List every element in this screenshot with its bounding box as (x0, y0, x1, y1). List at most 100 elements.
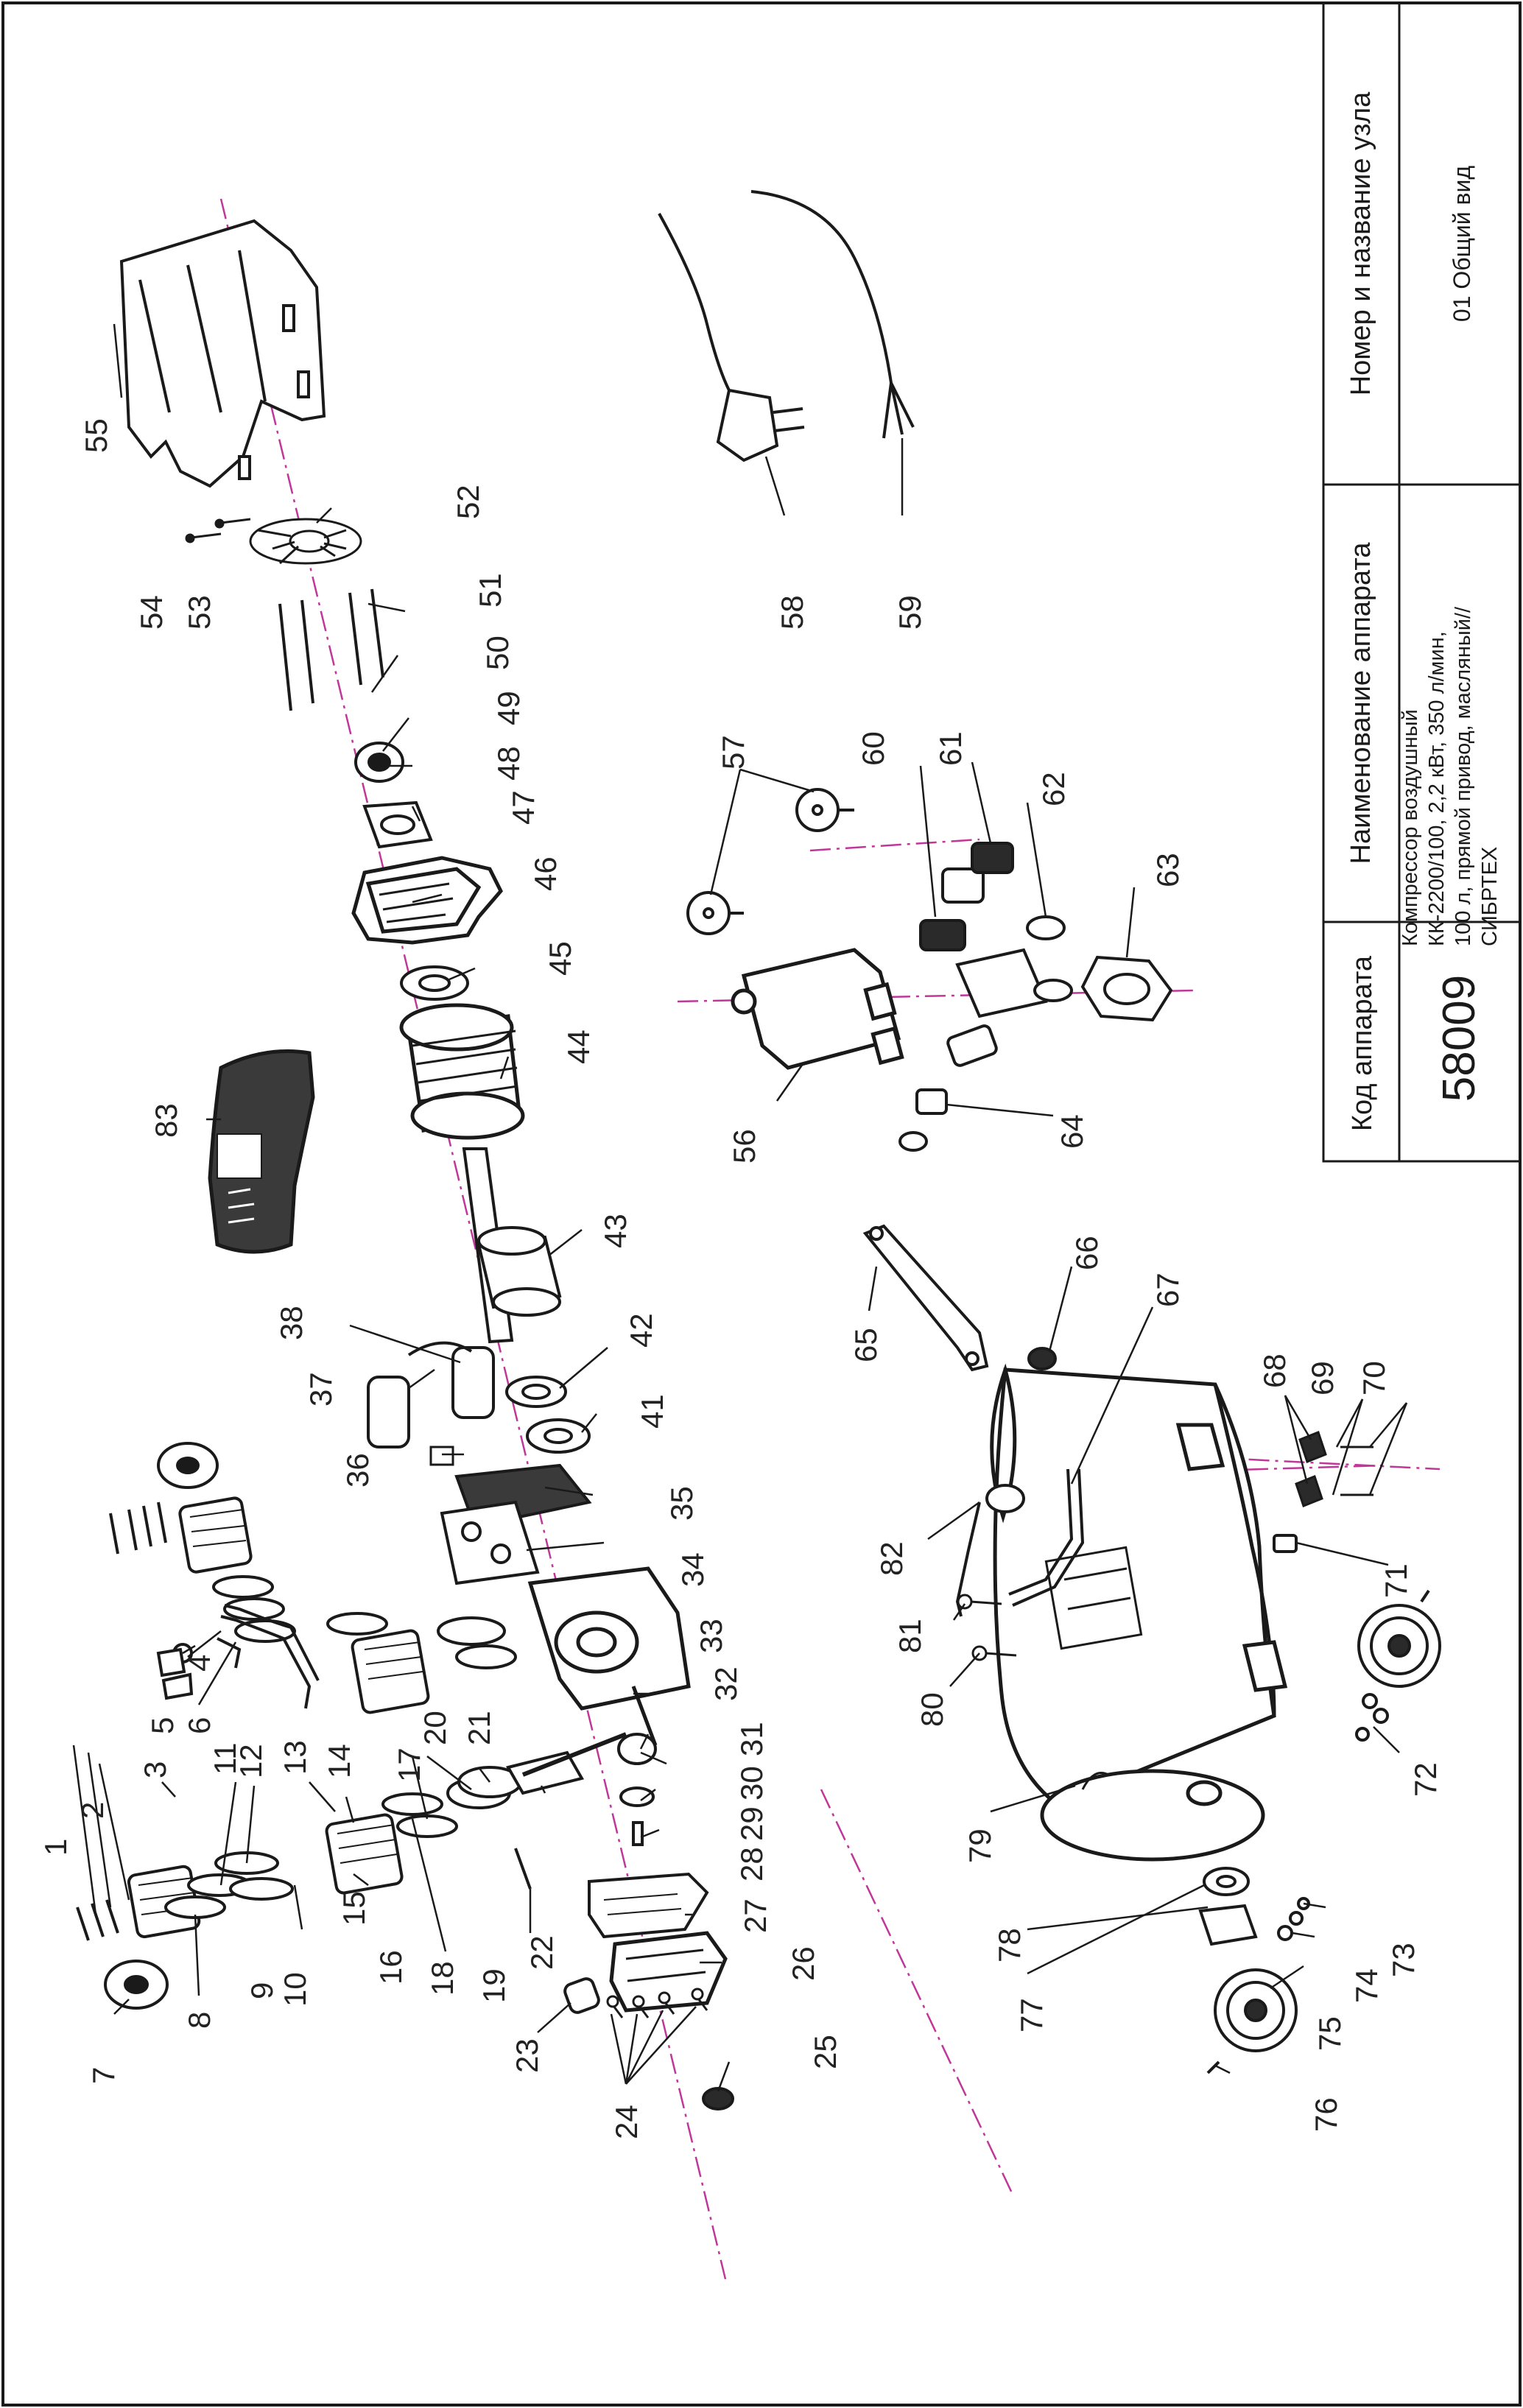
part-56-pressure-switch (731, 948, 904, 1070)
callout-54: 54 (134, 595, 169, 630)
part-67-pipe (1008, 1468, 1085, 1607)
callout-72: 72 (1408, 1762, 1443, 1797)
title-block (1322, 1, 1522, 1163)
callout-27: 27 (738, 1898, 773, 1933)
callout-44: 44 (561, 1029, 596, 1064)
part-33-crankcase (527, 1566, 691, 1746)
callout-28: 28 (734, 1847, 769, 1881)
callout-4: 4 (182, 1655, 217, 1672)
callout-77: 77 (1014, 1998, 1049, 2032)
callout-69: 69 (1305, 1361, 1340, 1395)
callout-12: 12 (233, 1744, 268, 1778)
callout-29: 29 (734, 1806, 769, 1841)
part-24-bolts (606, 1988, 708, 2018)
callout-63: 63 (1150, 853, 1185, 887)
callout-42: 42 (624, 1313, 658, 1348)
callout-38: 38 (274, 1306, 309, 1340)
part-43-rotor-shaft (462, 1147, 562, 1344)
title-col2-line-3: 100 л, прямой привод, масляный// (1452, 606, 1475, 946)
part-68-70-feet-bolts (1295, 1431, 1373, 1507)
callout-45: 45 (543, 941, 577, 976)
callout-numbers: 55 52 54 53 51 50 49 48 47 46 45 44 43 4… (38, 418, 1443, 2139)
part-46-end-shield (351, 856, 503, 945)
part-42-bearing (505, 1376, 567, 1408)
callout-34: 34 (675, 1552, 710, 1587)
title-col1-header: Код аппарата (1347, 955, 1378, 1132)
title-col3-value: 01 Общий вид (1449, 165, 1475, 323)
part-53-54-screws (185, 518, 251, 543)
part-83-guard (208, 1049, 315, 1254)
title-col2-header: Наименование аппарата (1346, 542, 1376, 865)
part-57-gauges (686, 788, 854, 935)
callout-75: 75 (1312, 2016, 1347, 2051)
callout-30: 30 (734, 1766, 769, 1800)
part-79-receiver-tank (990, 1363, 1288, 1862)
callout-47: 47 (506, 790, 541, 825)
callout-17: 17 (392, 1747, 426, 1782)
callout-80: 80 (915, 1692, 949, 1727)
callout-26: 26 (786, 1946, 820, 1981)
callout-7: 7 (86, 2067, 121, 2084)
callout-78: 78 (992, 1928, 1027, 1962)
part-58-power-plug (658, 213, 805, 462)
callout-73: 73 (1386, 1943, 1421, 1977)
part-23-oil-window (563, 1977, 600, 2014)
title-col2-line-2: КК-2200/100, 2,2 кВт, 350 л/мин, (1425, 631, 1449, 946)
part-51-tie-rods (278, 588, 384, 711)
callout-14: 14 (322, 1744, 356, 1778)
part-82-hose (955, 1484, 1025, 1617)
title-col2-line-1: Компрессор воздушный (1399, 709, 1422, 946)
callout-60: 60 (856, 731, 890, 766)
callout-15: 15 (337, 1891, 371, 1926)
callout-37: 37 (303, 1372, 338, 1407)
part-59-power-cable (750, 190, 915, 439)
part-41-bearing (526, 1418, 591, 1454)
callout-35: 35 (664, 1486, 699, 1521)
part-49-bearing-cap (354, 742, 404, 783)
title-col3-header: Номер и название узла (1346, 91, 1376, 396)
callout-64: 64 (1055, 1114, 1089, 1149)
callout-52: 52 (451, 485, 485, 519)
part-77-78-drain-valve (1198, 1867, 1258, 1946)
callout-58: 58 (775, 595, 809, 630)
part-52-fan (249, 518, 362, 565)
part-34-bracket (440, 1500, 540, 1585)
callout-11: 11 (208, 1742, 242, 1775)
part-75-wheel (1206, 1897, 1310, 2074)
callout-41: 41 (635, 1394, 669, 1429)
callout-8: 8 (182, 2012, 217, 2029)
part-36-terminal (429, 1446, 454, 1466)
callout-55: 55 (79, 418, 113, 453)
callout-66: 66 (1069, 1236, 1104, 1270)
title-col2-value: Компрессор воздушный КК-2200/100, 2,2 кВ… (1397, 519, 1522, 946)
callout-70: 70 (1357, 1361, 1391, 1395)
callout-33: 33 (694, 1619, 728, 1653)
callout-23: 23 (510, 2038, 544, 2073)
title-col1-value: 58009 (1434, 974, 1485, 1102)
callout-50: 50 (480, 636, 515, 670)
part-47-flange (362, 800, 433, 849)
callout-53: 53 (182, 595, 217, 630)
callout-65: 65 (848, 1328, 883, 1362)
callout-31: 31 (734, 1722, 769, 1756)
callout-76: 76 (1309, 2097, 1343, 2132)
callout-20: 20 (418, 1711, 452, 1745)
part-27-gasket (588, 1872, 709, 1939)
callout-43: 43 (598, 1214, 633, 1248)
part-71-fitting (1273, 1534, 1298, 1553)
callout-10: 10 (278, 1972, 312, 2007)
callout-74: 74 (1349, 1968, 1384, 2003)
callout-48: 48 (491, 746, 526, 781)
callout-16: 16 (373, 1950, 408, 1985)
part-37-38-capacitors (367, 1341, 495, 1448)
callout-22: 22 (524, 1935, 559, 1970)
part-55-motor-cover (119, 219, 326, 488)
callout-25: 25 (808, 2035, 843, 2069)
callout-36: 36 (340, 1453, 375, 1488)
callout-24: 24 (609, 2105, 644, 2139)
callout-5: 5 (145, 1717, 180, 1734)
callout-3: 3 (138, 1761, 172, 1778)
callout-67: 67 (1150, 1272, 1185, 1307)
